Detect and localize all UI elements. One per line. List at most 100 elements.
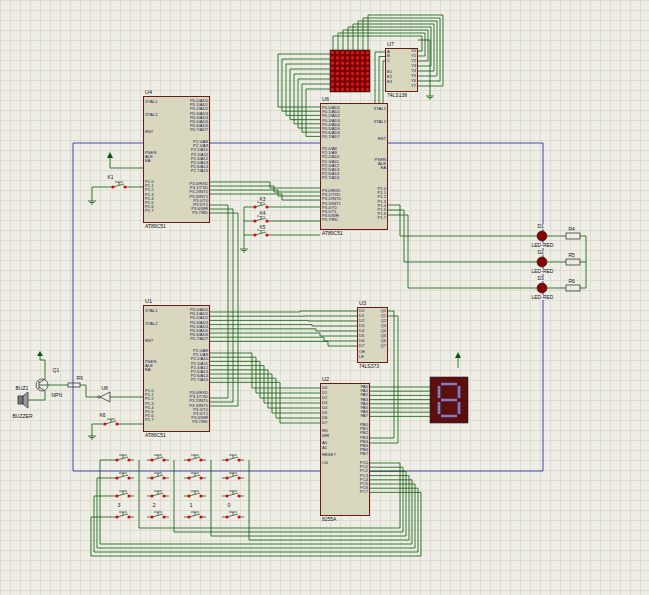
pin-name: P1.7 xyxy=(145,209,154,213)
pin-name: Q1 xyxy=(380,314,386,318)
part-label: K6 xyxy=(99,413,106,418)
led-symbol xyxy=(537,231,547,293)
pin-name: CS xyxy=(322,461,328,465)
pin-name: D6 xyxy=(359,339,364,343)
pin-name: D3 xyxy=(322,401,327,405)
pin-name: XTAL2 xyxy=(374,120,387,124)
pin-name: Y5 xyxy=(411,74,416,78)
pin-name: PB7 xyxy=(360,452,368,456)
key-number: 0 xyxy=(227,503,231,509)
pin-name: P1.7 xyxy=(145,418,154,422)
part-label: U8 xyxy=(101,386,108,391)
pin-name: Q2 xyxy=(380,319,386,323)
pin-name: A1 xyxy=(322,446,327,450)
pin-name: D4 xyxy=(322,406,327,410)
part-label: D3 xyxy=(537,276,544,281)
pin-name: EA xyxy=(145,368,151,372)
part-number: AT89C51 xyxy=(322,231,343,236)
part-label: R6 xyxy=(568,279,575,284)
pin-name: D2 xyxy=(322,396,327,400)
pin-name: RST xyxy=(378,137,386,141)
pin-name: D4 xyxy=(359,329,364,333)
pin-name: RST xyxy=(145,339,153,343)
bus-connector xyxy=(210,311,357,346)
part-label: K5 xyxy=(259,225,266,230)
part-label: NPN xyxy=(51,393,63,398)
transistor-symbol xyxy=(36,379,48,391)
part-label: LED-RED xyxy=(531,269,554,274)
part-number: 8255A xyxy=(322,517,336,522)
pin-name: RD xyxy=(322,429,328,433)
pin-name: D0 xyxy=(359,309,364,313)
pin-name: EA xyxy=(380,166,386,170)
reference-designator: U2 xyxy=(322,377,329,383)
pin-name: PA7 xyxy=(360,414,368,418)
pin-name: P0.7/AD7 xyxy=(190,337,208,341)
part-label: K1 xyxy=(107,175,114,180)
key-number: 2 xyxy=(152,503,156,509)
part-label: K4 xyxy=(259,211,266,216)
inverter-symbol xyxy=(98,392,110,402)
pin-name: D1 xyxy=(322,391,327,395)
pin-name: D0 xyxy=(322,386,327,390)
pin-name: Q7 xyxy=(380,344,386,348)
pin-name: D5 xyxy=(322,411,327,415)
pin-name: Q3 xyxy=(380,324,386,328)
key-number: 3 xyxy=(117,503,121,509)
pin-name: Y4 xyxy=(411,69,416,73)
pin-name: E2 xyxy=(387,75,392,79)
reference-designator: U6 xyxy=(322,97,329,103)
wires xyxy=(28,15,586,556)
pin-name: Y6 xyxy=(411,79,416,83)
part-number: AT89C51 xyxy=(145,224,166,229)
bus-connector xyxy=(210,353,320,423)
pin-name: P3.7/RD xyxy=(192,420,208,424)
pin-name: P2.7/A15 xyxy=(191,378,208,382)
pin-name: EA xyxy=(145,159,151,163)
pin-name: Q6 xyxy=(380,339,386,343)
reference-designator: U3 xyxy=(359,301,366,307)
part-label: D1 xyxy=(537,224,544,229)
part-label: BUZZER xyxy=(12,414,33,419)
key-number: 1 xyxy=(189,503,193,509)
pin-name: D1 xyxy=(359,314,364,318)
pin-name: D3 xyxy=(359,324,364,328)
pin-name: Q5 xyxy=(380,334,386,338)
pin-name: C xyxy=(387,59,390,63)
pin-name: XTAL1 xyxy=(145,309,158,313)
part-label: Q1 xyxy=(52,368,60,373)
pin-name: Y2 xyxy=(411,59,416,63)
pin-name: Q4 xyxy=(380,329,386,333)
pin-name: A0 xyxy=(322,441,327,445)
part-label: LED-RED xyxy=(531,243,554,248)
buzzer-symbol xyxy=(18,392,28,408)
pin-name: XTAL1 xyxy=(145,100,158,104)
pin-name: P2.7/A15 xyxy=(191,169,208,173)
reference-designator: U7 xyxy=(387,42,394,48)
pin-name: P0.7/AD7 xyxy=(190,128,208,132)
pin-name: P0.7/AD7 xyxy=(322,135,340,139)
pin-name: D5 xyxy=(359,334,364,338)
pin-name: Y7 xyxy=(411,84,416,88)
pin-name: D7 xyxy=(359,344,364,348)
pin-name: P2.7/A15 xyxy=(322,176,339,180)
pin-name: D2 xyxy=(359,319,364,323)
pin-name: RST xyxy=(145,130,153,134)
pin-name: P3.7/RD xyxy=(322,218,338,222)
part-label: R4 xyxy=(568,227,575,232)
pin-name: PC7 xyxy=(360,490,368,494)
pin-name: Y3 xyxy=(411,64,416,68)
pin-name: Y1 xyxy=(411,54,416,58)
pin-name: D6 xyxy=(322,416,327,420)
pin-name: OE xyxy=(359,350,365,354)
part-label: R9 xyxy=(76,376,83,381)
pin-name: XTAL2 xyxy=(145,113,158,117)
led-matrix xyxy=(330,50,370,92)
part-label: LED-RED xyxy=(531,295,554,300)
pin-name: LE xyxy=(359,355,364,359)
part-label: BUZ1 xyxy=(15,386,29,391)
part-number: AT89C51 xyxy=(145,433,166,438)
bus-connector xyxy=(375,52,385,103)
seven-segment xyxy=(430,377,468,423)
part-label: K3 xyxy=(259,197,266,202)
